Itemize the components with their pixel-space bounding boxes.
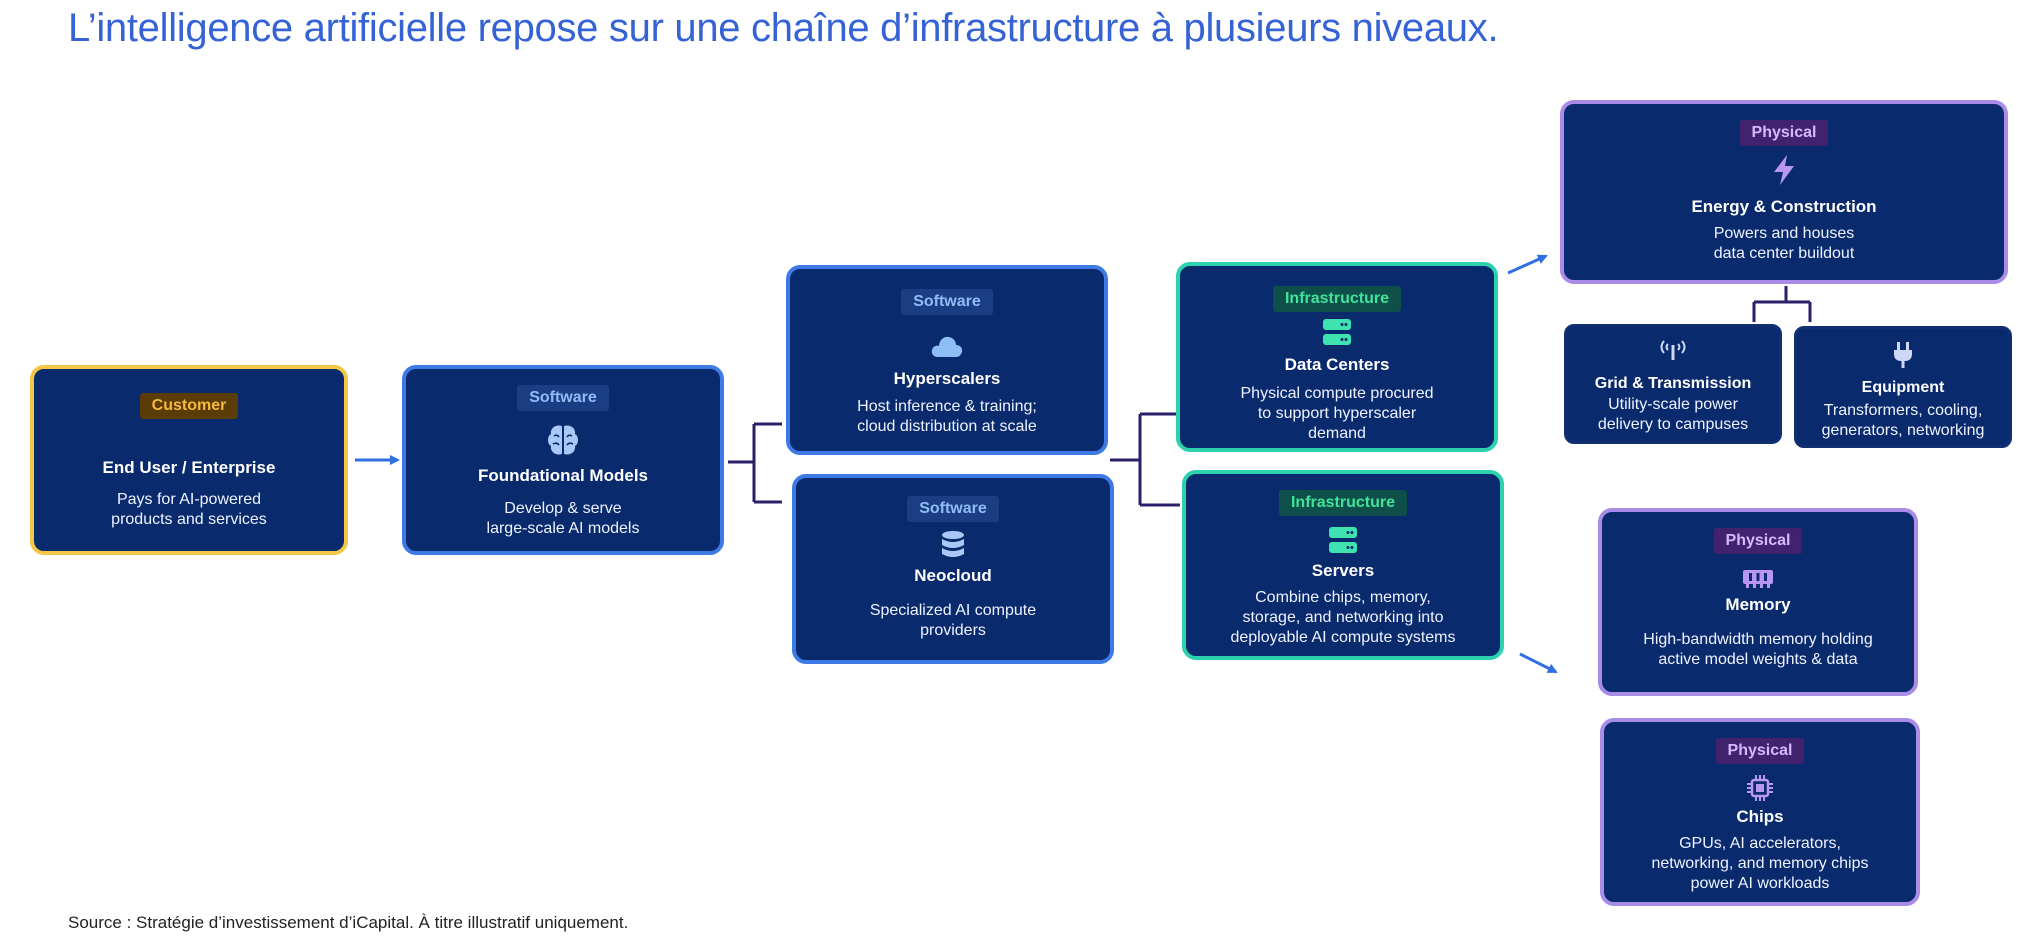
node-desc: Combine chips, memory,: [1255, 589, 1431, 606]
brain-icon: [548, 425, 578, 455]
node-desc: networking, and memory chips: [1651, 855, 1869, 872]
memory-chip-icon: [1743, 570, 1773, 588]
node-desc: demand: [1308, 425, 1366, 442]
node-desc: products and services: [111, 511, 267, 528]
node-desc: Utility-scale power: [1608, 396, 1738, 413]
node-desc: cloud distribution at scale: [857, 418, 1037, 435]
node-desc: Host inference & training;: [857, 398, 1037, 415]
plug-icon: [1894, 342, 1912, 368]
node-name: Memory: [1725, 595, 1791, 614]
badge-software: Software: [517, 385, 609, 411]
database-icon: [942, 531, 964, 557]
lightning-icon: [1774, 155, 1794, 185]
bracket-energy-children: [1752, 286, 1812, 322]
badge-physical: Physical: [1715, 738, 1805, 764]
badge-physical: Physical: [1713, 528, 1803, 554]
node-name: Data Centers: [1284, 355, 1390, 374]
node-desc: generators, networking: [1821, 422, 1985, 439]
node-desc: deployable AI compute systems: [1230, 629, 1456, 646]
node-servers: Infrastructure Servers Combine chips, me…: [1182, 470, 1504, 660]
node-memory: Physical Memory High-bandwidth memory ho…: [1598, 508, 1918, 696]
badge-customer: Customer: [139, 393, 239, 419]
node-energy-construction: Physical Energy & Construction Powers an…: [1560, 100, 2008, 284]
node-grid-transmission: Grid & Transmission Utility-scale power d…: [1564, 324, 1782, 444]
node-name: Grid & Transmission: [1594, 375, 1752, 392]
bracket-software-to-infra: [1110, 412, 1180, 507]
node-name: Equipment: [1861, 379, 1945, 396]
node-desc: power AI workloads: [1690, 875, 1830, 892]
node-name: Neocloud: [914, 566, 992, 585]
node-desc: to support hyperscaler: [1257, 405, 1417, 422]
node-desc: active model weights & data: [1658, 651, 1858, 668]
node-desc: GPUs, AI accelerators,: [1679, 835, 1841, 852]
node-name: Energy & Construction: [1691, 197, 1877, 216]
badge-infrastructure: Infrastructure: [1272, 286, 1402, 312]
source-note: Source : Stratégie d’investissement d’iC…: [68, 913, 629, 932]
node-neocloud: Software Neocloud Specialized AI compute…: [792, 474, 1114, 664]
node-desc: data center buildout: [1713, 245, 1855, 262]
node-desc: large-scale AI models: [486, 520, 640, 537]
badge-physical: Physical: [1739, 120, 1829, 146]
cpu-chip-icon: [1747, 775, 1773, 801]
arrow-to-energy: [1507, 254, 1548, 275]
badge-software: Software: [907, 496, 999, 522]
node-name: Servers: [1311, 561, 1375, 580]
node-end-user: Customer End User / Enterprise Pays for …: [30, 365, 348, 555]
node-desc: providers: [920, 622, 986, 639]
node-name: Chips: [1736, 807, 1784, 826]
node-chips: Physical Chips GPUs, AI accelerators, net…: [1600, 718, 1920, 906]
cloud-icon: [931, 336, 963, 357]
node-desc: Physical compute procured: [1240, 385, 1434, 402]
node-desc: High-bandwidth memory holding: [1643, 631, 1873, 648]
node-foundational-models: Software Foundational Models Develop & s…: [402, 365, 724, 555]
page-title: L’intelligence artificielle repose sur u…: [68, 6, 1499, 50]
arrow-to-memory: [1519, 652, 1558, 674]
antenna-icon: [1660, 340, 1686, 360]
node-name: End User / Enterprise: [102, 458, 276, 477]
node-desc: storage, and networking into: [1242, 609, 1444, 626]
node-desc: Powers and houses: [1713, 225, 1855, 242]
server-rack-icon: [1323, 319, 1351, 345]
node-desc: delivery to campuses: [1597, 416, 1749, 433]
node-name: Foundational Models: [478, 466, 648, 485]
server-icon: [1329, 527, 1357, 553]
node-desc: Pays for AI-powered: [116, 491, 262, 508]
node-desc: Transformers, cooling,: [1823, 402, 1983, 419]
badge-infrastructure: Infrastructure: [1278, 490, 1408, 516]
node-name: Hyperscalers: [893, 369, 1001, 388]
node-desc: Specialized AI compute: [869, 602, 1037, 619]
badge-software: Software: [901, 289, 993, 315]
bracket-models-to-software: [728, 422, 782, 504]
node-hyperscalers: Software Hyperscalers Host inference & t…: [786, 265, 1108, 455]
node-desc: Develop & serve: [504, 500, 622, 517]
node-data-centers: Infrastructure Data Centers Physical com…: [1176, 262, 1498, 452]
node-equipment: Equipment Transformers, cooling, generato…: [1794, 326, 2012, 448]
